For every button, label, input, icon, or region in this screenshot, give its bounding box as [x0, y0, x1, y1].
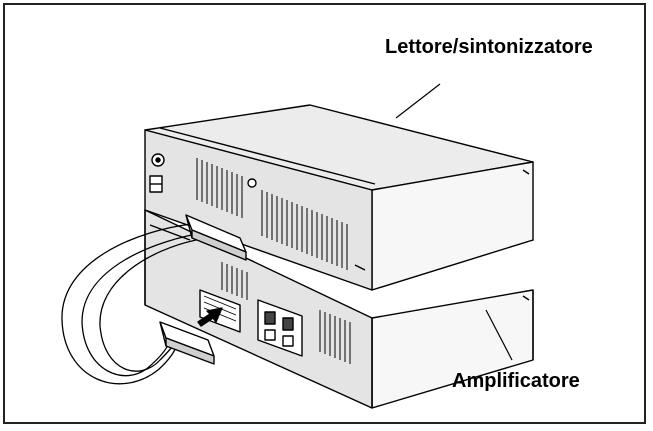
player-tuner-vent-grille: [196, 158, 348, 270]
label-player-tuner: Lettore/sintonizzatore: [385, 36, 593, 58]
player-tuner-unit: [144, 104, 534, 291]
amplifier-vent-grille: [221, 262, 351, 364]
insertion-arrow-icon: [197, 307, 223, 327]
leader-line-player-tuner: [395, 83, 441, 119]
lower-cable-plug: [159, 321, 215, 365]
antenna-jack: [149, 153, 165, 193]
speaker-terminals: [257, 299, 303, 357]
leader-line-amplifier: [485, 309, 513, 361]
label-amplifier: Amplificatore: [452, 370, 580, 392]
upper-cable-plug: [185, 214, 247, 261]
screw-icon: [247, 178, 257, 188]
